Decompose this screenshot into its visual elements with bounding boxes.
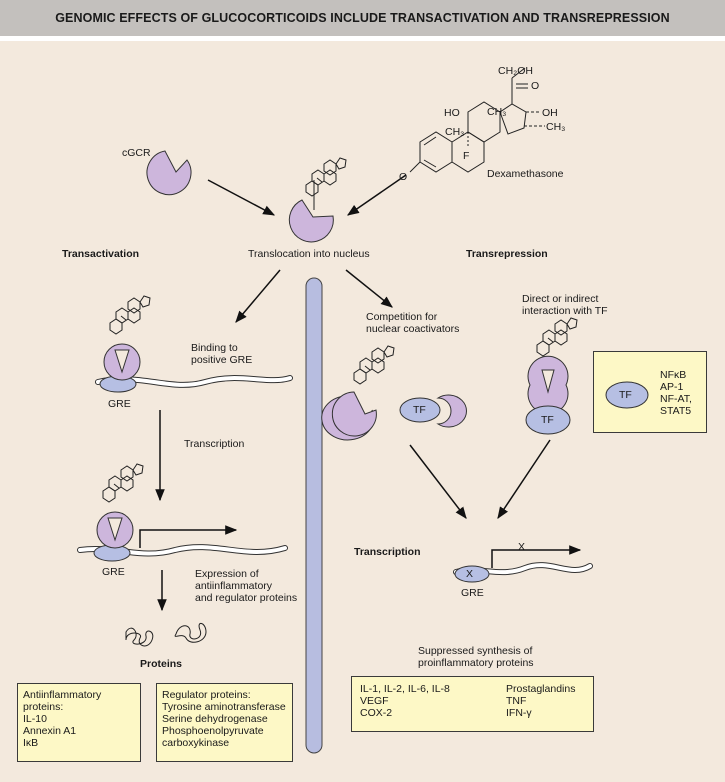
tf-ellipse-direct — [525, 405, 571, 435]
coactivator-crescent-right — [436, 394, 467, 428]
steroid-molecule-2 — [102, 463, 144, 503]
gre-x-mark: X — [466, 568, 474, 580]
regulator-line-3: Serine dehydrogenase — [162, 713, 268, 725]
arrow-dexamethasone-to-complex — [347, 174, 407, 216]
tf-box-tf-label: TF — [619, 389, 632, 401]
antiinflammatory-line-1: Antiinflammatory — [23, 689, 102, 701]
fluorine-label: F — [463, 150, 470, 162]
tf-box-item-1: NFκB — [660, 369, 687, 381]
direct-label-line1: Direct or indirect — [522, 293, 599, 305]
steroid-molecule-1 — [109, 295, 151, 335]
oh-label: OH — [542, 107, 558, 119]
gre-label-2: GRE — [102, 566, 125, 578]
suppressed-label-line2: proinflammatory proteins — [418, 657, 534, 669]
steroid-molecule-3 — [353, 345, 395, 385]
receptor-cleft-2 — [107, 517, 123, 542]
dexamethasone-structure — [409, 67, 545, 173]
antiinflammatory-line-3: IL-10 — [23, 713, 47, 725]
transcription-label-left: Transcription — [184, 438, 245, 450]
title-divider — [0, 36, 725, 41]
antiinflammatory-line-5: IκB — [23, 737, 39, 749]
expression-label-line3: and regulator proteins — [195, 592, 298, 604]
ch3-label-b: CH₃ — [445, 126, 465, 138]
dexamethasone-label: Dexamethasone — [487, 168, 564, 180]
protein-squiggle-1 — [125, 627, 154, 647]
transactivation-heading: Transactivation — [62, 248, 140, 260]
ho-label: HO — [444, 107, 460, 119]
gre-label-3: GRE — [461, 587, 484, 599]
proinflammatory-left-2: VEGF — [360, 695, 389, 707]
suppressed-label-line1: Suppressed synthesis of — [418, 645, 533, 657]
proinflammatory-left-1: IL-1, IL-2, IL-6, IL-8 — [360, 683, 450, 695]
steroid-molecule-4 — [536, 317, 578, 357]
transcription-x-mark: X — [518, 541, 526, 553]
proinflammatory-right-2: TNF — [506, 695, 527, 707]
bound-receptor-center — [288, 199, 334, 243]
cgcr-label: cGCR — [122, 147, 151, 159]
tf-box-item-3: NF-AT, — [660, 393, 692, 405]
arrow-to-transactivation — [235, 269, 281, 323]
arrow-competition-to-gene — [409, 444, 467, 519]
ch3-side-label: CH₃ — [546, 121, 566, 133]
gre-label-1: GRE — [108, 398, 131, 410]
regulator-proteins-box: Regulator proteins: Tyrosine aminotransf… — [156, 683, 293, 762]
ch2oh-label: CH₂OH — [498, 65, 533, 77]
binding-label-line1: Binding to — [191, 342, 238, 354]
tf-box-item-4: STAT5 — [660, 405, 692, 417]
nucleus-membrane-bar — [305, 277, 323, 754]
antiinflammatory-line-2: proteins: — [23, 701, 64, 713]
tf-ellipse-competition — [399, 397, 441, 423]
cgcr-receptor — [146, 150, 192, 196]
expression-label-line2: antiinflammatory — [195, 580, 273, 592]
arrow-direct-to-gene — [497, 439, 551, 519]
antiinflammatory-line-4: Annexin A1 — [23, 725, 77, 737]
receptor-cleft-1 — [114, 349, 130, 374]
regulator-line-1: Regulator proteins: — [162, 689, 251, 701]
carbonyl-o-label: O — [531, 80, 540, 92]
regulator-line-5: carboxykinase — [162, 737, 230, 749]
binding-label-line2: positive GRE — [191, 354, 253, 366]
protein-squiggle-2 — [174, 623, 207, 643]
arrow-to-transrepression — [345, 269, 393, 308]
regulator-line-4: Phosphoenolpyruvate — [162, 725, 264, 737]
steroid-molecule-center — [305, 157, 347, 197]
tf-box-ellipse-graphic — [605, 381, 649, 409]
proteins-label: Proteins — [140, 658, 183, 670]
proinflammatory-right-3: IFN-γ — [506, 707, 532, 719]
direct-label-line2: interaction with TF — [522, 305, 608, 317]
receptor-competition — [331, 391, 377, 437]
ketone-o-label: O — [399, 171, 408, 183]
regulator-line-2: Tyrosine aminotransferase — [162, 701, 286, 713]
translocation-label: Translocation into nucleus — [248, 248, 370, 260]
transrepression-heading: Transrepression — [466, 248, 548, 260]
ch3-label-a: CH₃ — [487, 106, 507, 118]
proinflammatory-proteins-box: IL-1, IL-2, IL-6, IL-8 VEGF COX-2 Prosta… — [351, 676, 594, 732]
antiinflammatory-proteins-box: Antiinflammatory proteins: IL-10 Annexin… — [17, 683, 141, 762]
arrow-cgcr-to-complex — [207, 179, 276, 216]
tf-label-direct: TF — [541, 414, 554, 426]
gre-ellipse-3 — [454, 565, 490, 583]
proinflammatory-left-3: COX-2 — [360, 707, 393, 719]
transcription-factor-box: TF NFκB AP-1 NF-AT, STAT5 — [593, 351, 707, 433]
expression-label-line1: Expression of — [195, 568, 259, 580]
arrow-repressed-transcription — [491, 545, 582, 568]
tf-label-competition: TF — [413, 404, 426, 416]
competition-label-line1: Competition for — [366, 311, 438, 323]
competition-label-line2: nuclear coactivators — [366, 323, 460, 335]
arrow-gene-expression-left — [139, 525, 238, 548]
tf-box-item-2: AP-1 — [660, 381, 684, 393]
transcription-label-right: Transcription — [354, 546, 421, 558]
figure-title: GENOMIC EFFECTS OF GLUCOCORTICOIDS INCLU… — [55, 11, 670, 25]
proinflammatory-right-1: Prostaglandins — [506, 683, 576, 695]
receptor-cleft-direct — [541, 369, 555, 394]
title-bar: GENOMIC EFFECTS OF GLUCOCORTICOIDS INCLU… — [0, 0, 725, 36]
